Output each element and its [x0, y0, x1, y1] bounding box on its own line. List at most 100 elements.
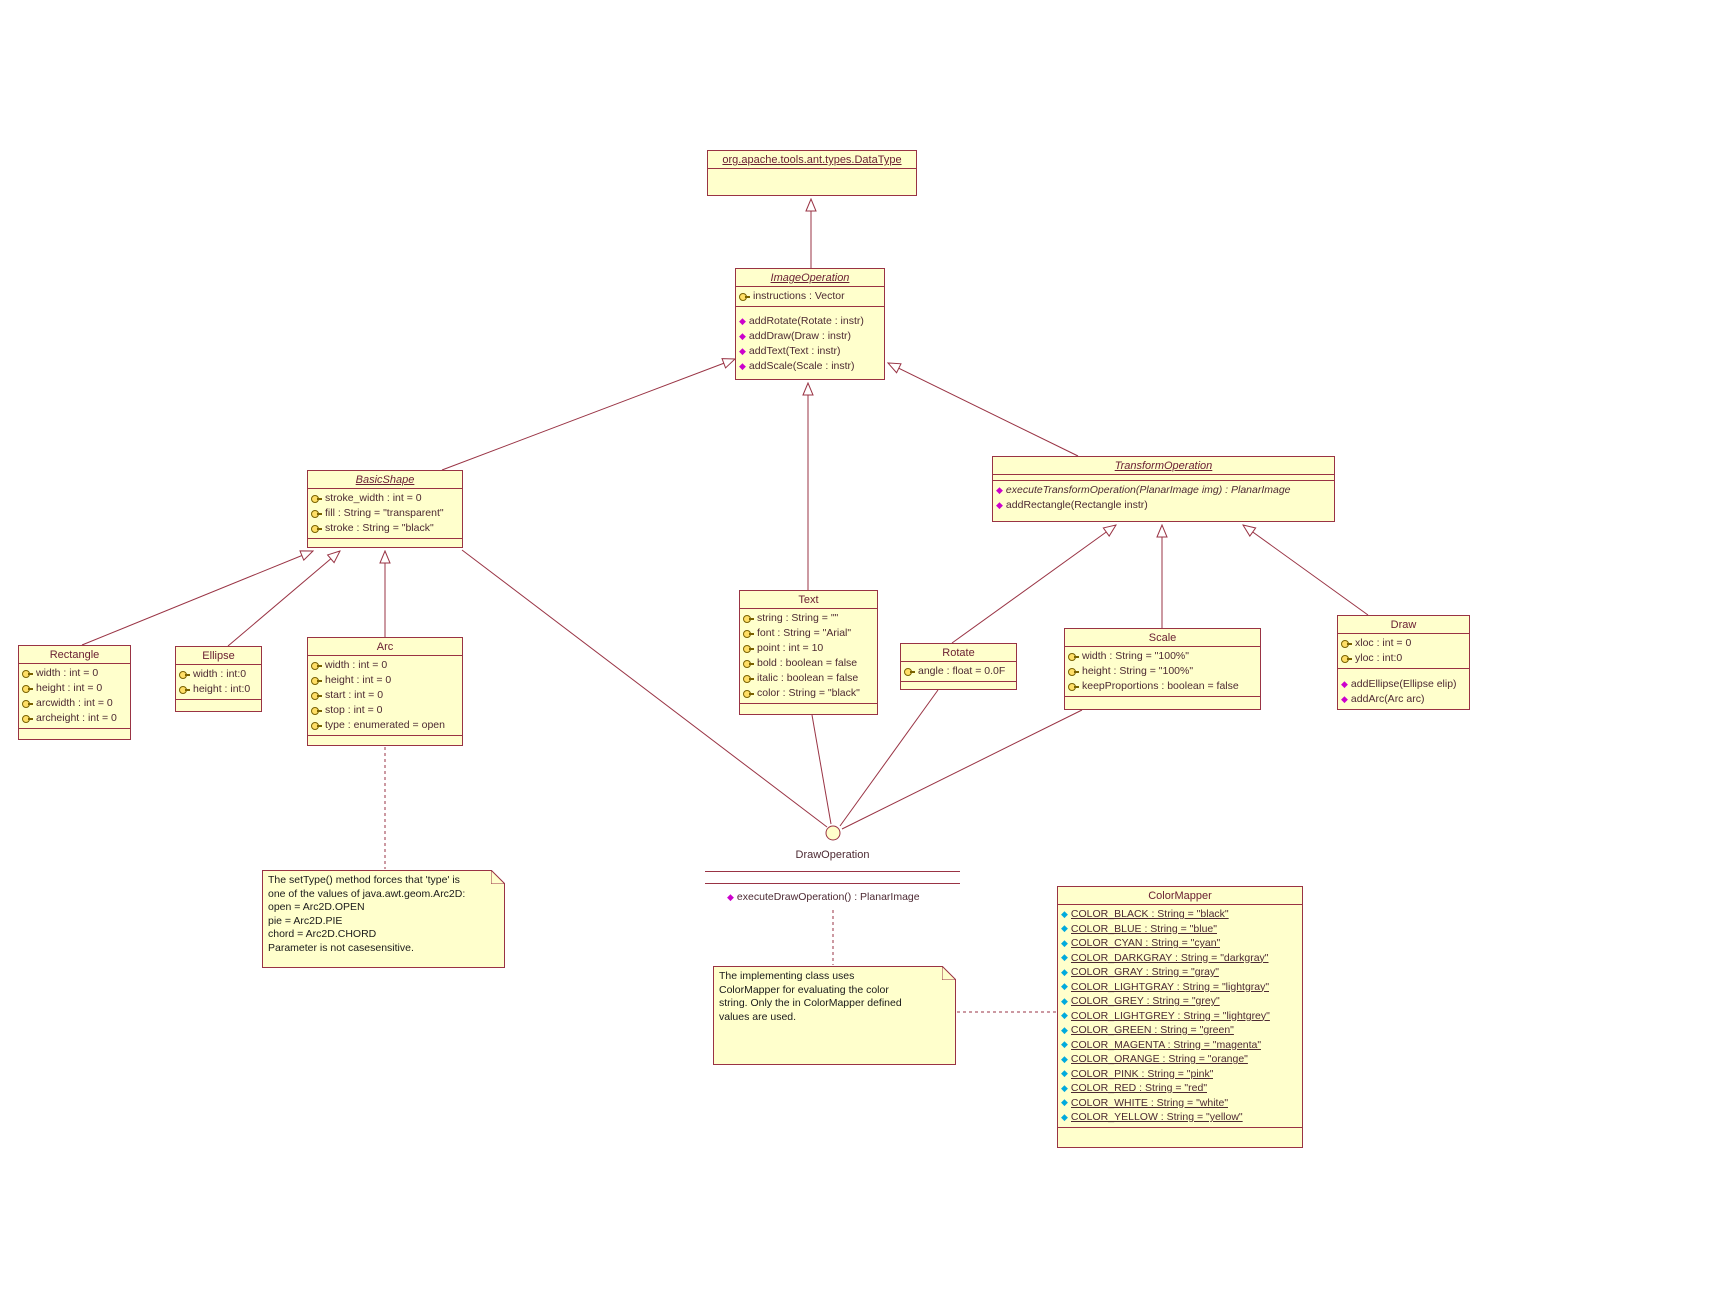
method-diamond-icon	[739, 317, 746, 326]
protected-attribute-key-icon	[743, 674, 754, 683]
static-attribute-row: COLOR_WHITE : String = "white"	[1061, 1096, 1299, 1111]
attribute-text: height : int = 0	[325, 674, 392, 686]
method-text: addRotate(Rotate : instr)	[748, 315, 864, 327]
attribute-text: height : int:0	[193, 683, 251, 695]
note-text-line: The implementing class uses	[719, 970, 855, 982]
protected-attribute-key-icon	[1341, 654, 1352, 663]
attribute-row: yloc : int:0	[1341, 651, 1466, 666]
class-rotate[interactable]: Rotate angle : float = 0.0F	[900, 643, 1017, 690]
method-text: addScale(Scale : instr)	[748, 360, 855, 372]
attribute-text: COLOR_GREY : String = "grey"	[1070, 995, 1220, 1007]
attribute-text: COLOR_LIGHTGRAY : String = "lightgray"	[1070, 980, 1270, 993]
attribute-text: COLOR_GREEN : String = "green"	[1070, 1024, 1234, 1036]
method-diamond-icon	[739, 347, 746, 356]
class-scale[interactable]: Scale width : String = "100%" height : S…	[1064, 628, 1261, 710]
note-text-line: The setType() method forces that 'type' …	[268, 874, 460, 886]
attribute-text: archeight : int = 0	[36, 712, 117, 724]
class-imageoperation[interactable]: ImageOperation instructions : Vector add…	[735, 268, 885, 380]
attribute-text: width : String = "100%"	[1082, 650, 1189, 662]
protected-attribute-key-icon	[1068, 667, 1079, 676]
protected-attribute-key-icon	[743, 614, 754, 623]
static-attribute-diamond-icon	[1061, 924, 1068, 933]
attribute-row: stroke_width : int = 0	[311, 491, 459, 506]
attribute-text: COLOR_WHITE : String = "white"	[1070, 1096, 1229, 1109]
class-basicshape[interactable]: BasicShape stroke_width : int = 0 fill :…	[307, 470, 463, 548]
method-row: executeTransformOperation(PlanarImage im…	[996, 483, 1331, 498]
method-text: addEllipse(Ellipse elip)	[1350, 678, 1457, 690]
class-text[interactable]: Text string : String = "" font : String …	[739, 590, 878, 715]
class-colormapper[interactable]: ColorMapper COLOR_BLACK : String = "blac…	[1057, 886, 1303, 1148]
class-title: BasicShape	[308, 471, 462, 489]
static-attribute-diamond-icon	[1061, 1098, 1068, 1107]
static-attribute-diamond-icon	[1061, 997, 1068, 1006]
interface-name: DrawOperation	[795, 849, 870, 861]
method-diamond-icon	[739, 362, 746, 371]
folded-corner-icon	[491, 870, 505, 884]
protected-attribute-key-icon	[311, 691, 322, 700]
note-text-line: open = Arc2D.OPEN	[268, 901, 365, 913]
attribute-text: start : int = 0	[325, 689, 384, 701]
methods-compartment	[740, 704, 877, 714]
method-diamond-icon	[1341, 680, 1348, 689]
class-title: Ellipse	[176, 647, 261, 665]
protected-attribute-key-icon	[22, 699, 33, 708]
protected-attribute-key-icon	[311, 676, 322, 685]
static-attribute-diamond-icon	[1061, 1026, 1068, 1035]
note-colormapper-usage[interactable]: The implementing class uses ColorMapper …	[713, 966, 956, 1065]
attribute-row: height : int = 0	[311, 673, 459, 688]
note-text-line: chord = Arc2D.CHORD	[268, 928, 377, 940]
note-text-line: Parameter is not casesensitive.	[268, 941, 414, 954]
class-title: Text	[740, 591, 877, 609]
static-attribute-row: COLOR_BLACK : String = "black"	[1061, 907, 1299, 922]
attribute-text: COLOR_CYAN : String = "cyan"	[1070, 937, 1221, 949]
attributes-compartment: COLOR_BLACK : String = "black" COLOR_BLU…	[1058, 905, 1302, 1128]
static-attribute-diamond-icon	[1061, 1040, 1068, 1049]
method-diamond-icon	[1341, 695, 1348, 704]
protected-attribute-key-icon	[743, 689, 754, 698]
method-text: executeDrawOperation() : PlanarImage	[736, 891, 920, 903]
attribute-row: bold : boolean = false	[743, 656, 874, 671]
protected-attribute-key-icon	[743, 644, 754, 653]
attribute-text: COLOR_BLUE : String = "blue"	[1070, 922, 1217, 935]
protected-attribute-key-icon	[739, 292, 750, 301]
static-attribute-row: COLOR_GREEN : String = "green"	[1061, 1023, 1299, 1038]
class-rectangle[interactable]: Rectangle width : int = 0 height : int =…	[18, 645, 131, 740]
attribute-row: width : int = 0	[22, 666, 127, 681]
attribute-text: instructions : Vector	[753, 290, 845, 302]
class-transformoperation[interactable]: TransformOperation executeTransformOpera…	[992, 456, 1335, 522]
static-attribute-row: COLOR_GREY : String = "grey"	[1061, 994, 1299, 1009]
attribute-text: bold : boolean = false	[757, 657, 858, 669]
methods-compartment	[19, 729, 130, 739]
attribute-text: color : String = "black"	[757, 687, 860, 699]
attribute-text: COLOR_ORANGE : String = "orange"	[1070, 1053, 1248, 1065]
attributes-compartment: width : int = 0 height : int = 0 arcwidt…	[19, 664, 130, 729]
static-attribute-diamond-icon	[1061, 1069, 1068, 1078]
attribute-text: COLOR_YELLOW : String = "yellow"	[1070, 1111, 1243, 1123]
attribute-row: italic : boolean = false	[743, 671, 874, 686]
note-arc-settype[interactable]: The setType() method forces that 'type' …	[262, 870, 505, 968]
class-ellipse[interactable]: Ellipse width : int:0 height : int:0	[175, 646, 262, 712]
attribute-text: height : String = "100%"	[1082, 665, 1194, 677]
attributes-compartment: width : int = 0 height : int = 0 start :…	[308, 656, 462, 736]
note-text-line: one of the values of java.awt.geom.Arc2D…	[268, 887, 466, 900]
attribute-text: height : int = 0	[36, 682, 103, 694]
interface-drawoperation[interactable]: DrawOperation executeDrawOperation() : P…	[705, 819, 960, 914]
attribute-text: stroke_width : int = 0	[325, 492, 422, 504]
methods-compartment	[308, 539, 462, 547]
attribute-text: COLOR_RED : String = "red"	[1070, 1082, 1208, 1094]
static-attribute-row: COLOR_LIGHTGREY : String = "lightgrey"	[1061, 1009, 1299, 1024]
protected-attribute-key-icon	[311, 721, 322, 730]
method-diamond-icon	[996, 501, 1003, 510]
static-attribute-diamond-icon	[1061, 1011, 1068, 1020]
class-datatype[interactable]: org.apache.tools.ant.types.DataType	[707, 150, 917, 196]
attribute-row: keepProportions : boolean = false	[1068, 679, 1257, 694]
attribute-row: stop : int = 0	[311, 703, 459, 718]
attribute-text: angle : float = 0.0F	[918, 665, 1006, 677]
class-draw[interactable]: Draw xloc : int = 0 yloc : int:0 addElli…	[1337, 615, 1470, 710]
class-arc[interactable]: Arc width : int = 0 height : int = 0 sta…	[307, 637, 463, 746]
attribute-text: xloc : int = 0	[1355, 637, 1412, 649]
attributes-compartment: xloc : int = 0 yloc : int:0	[1338, 634, 1469, 669]
attribute-row: fill : String = "transparent"	[311, 506, 459, 521]
static-attribute-row: COLOR_BLUE : String = "blue"	[1061, 922, 1299, 937]
